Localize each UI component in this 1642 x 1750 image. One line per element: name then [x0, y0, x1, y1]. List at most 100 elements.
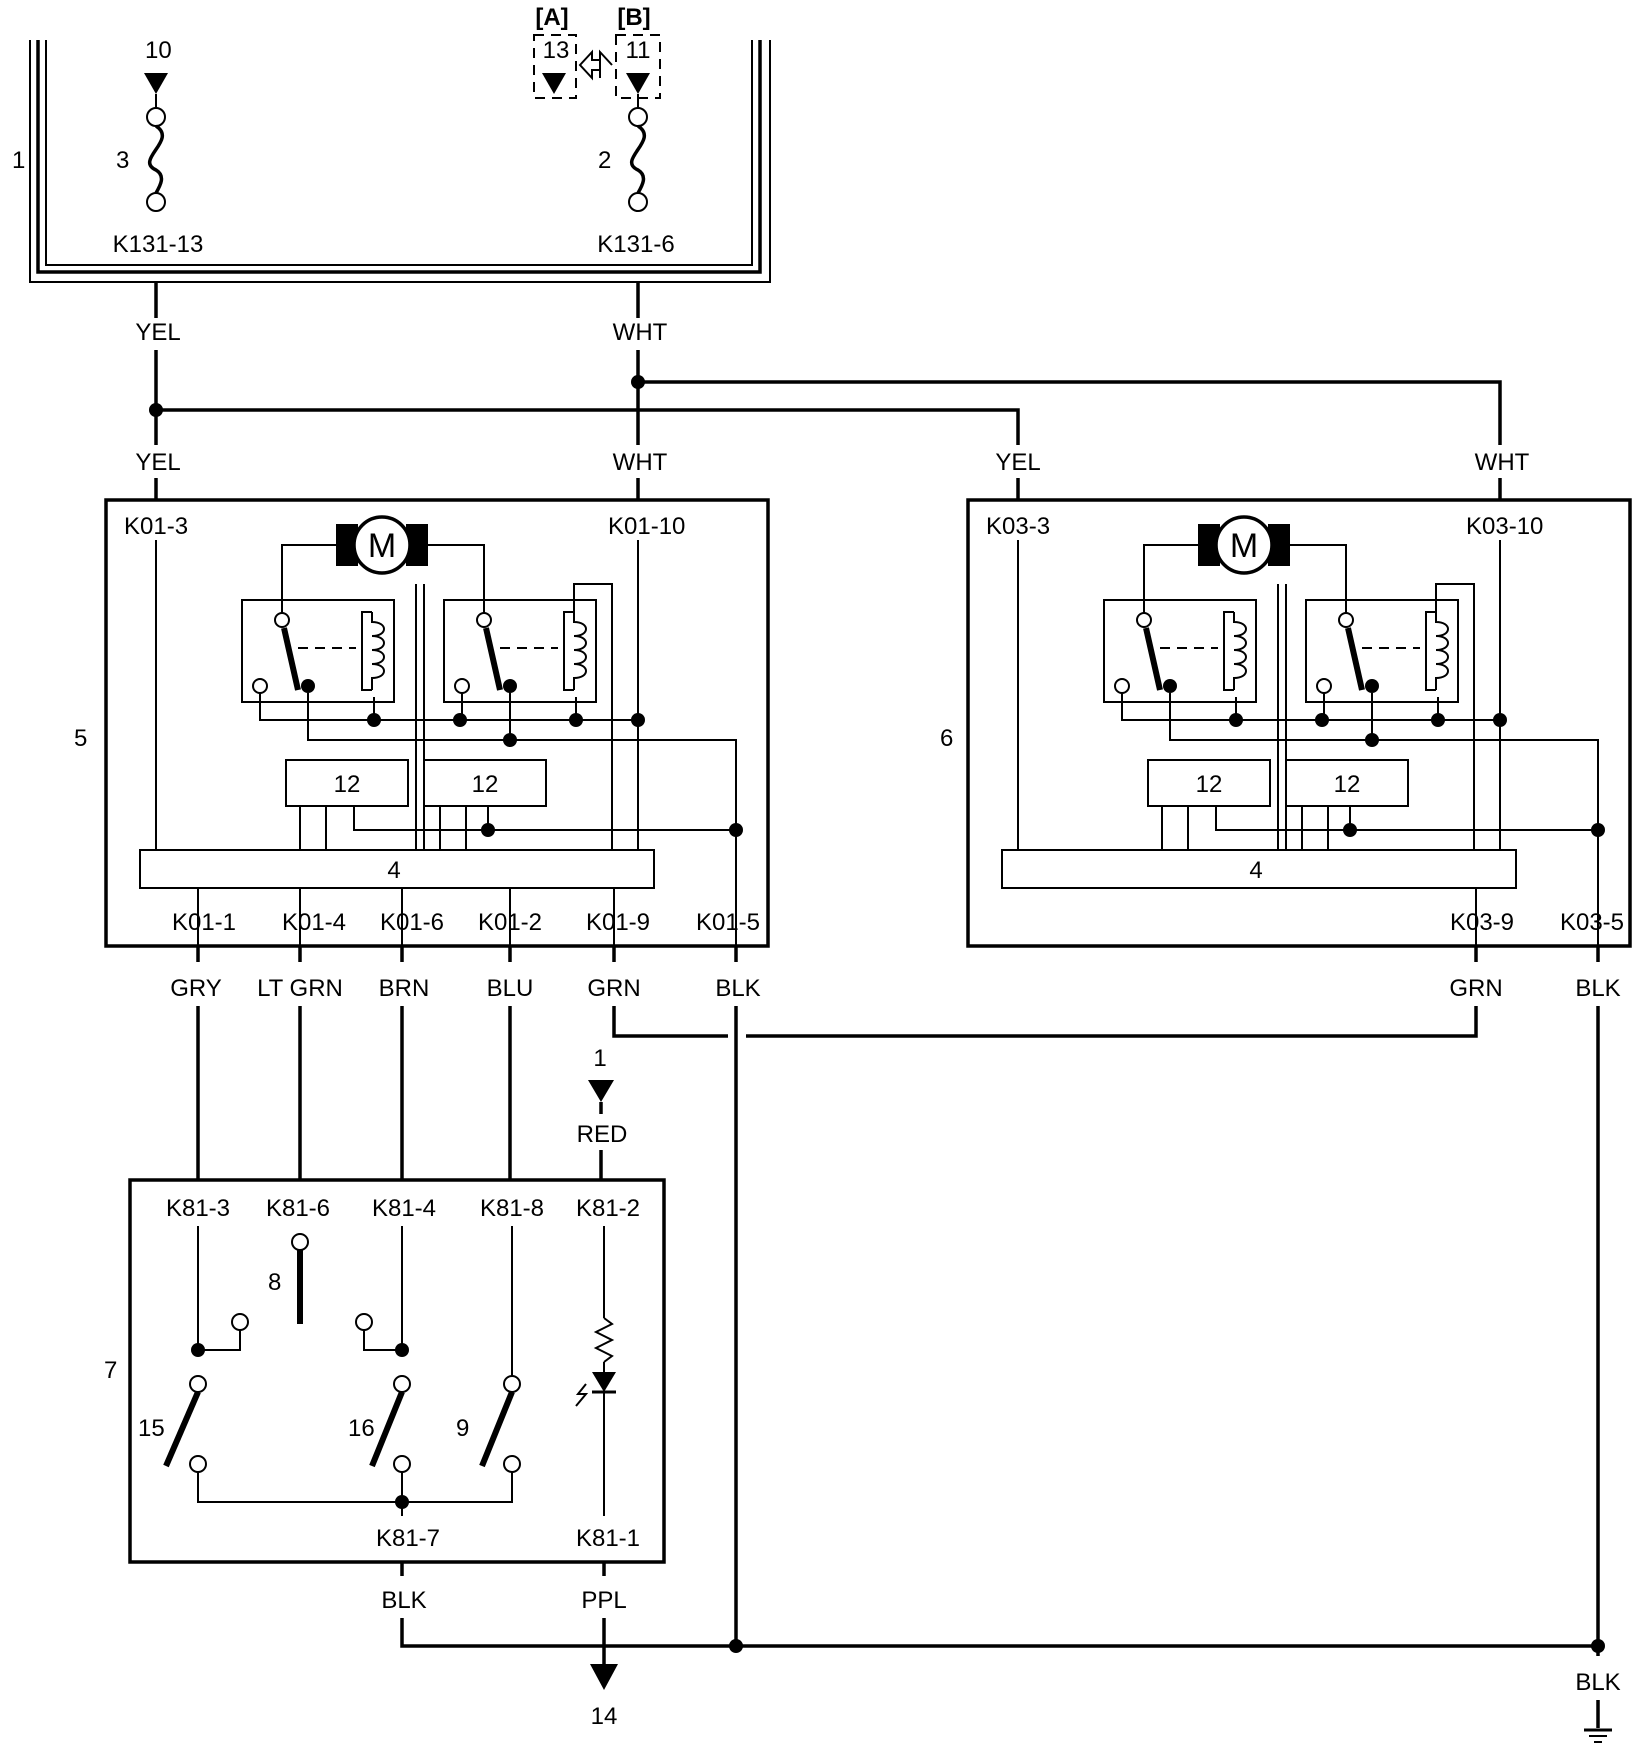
control-unit-box: [1285, 759, 1409, 807]
fuse-terminal: [146, 107, 166, 127]
wire-color-label: WHT: [613, 449, 668, 476]
wire-color-label: GRY: [170, 975, 222, 1002]
relay-left: [241, 599, 395, 703]
connector-bar: [1001, 849, 1517, 889]
fuse-3-icon: [147, 124, 165, 194]
variant-b-label: [B]: [617, 4, 650, 31]
wire-color-label: BLK: [1575, 1669, 1620, 1696]
control-unit-box: [285, 759, 409, 807]
output-arrow-icon: [590, 1664, 618, 1690]
module-ref-label: 5: [74, 725, 87, 752]
connector-pin-label: K81-2: [576, 1195, 640, 1222]
motor-icon: [1214, 515, 1274, 575]
connector-pin-label: K03-10: [1466, 513, 1543, 540]
connector-pin-label: K81-8: [480, 1195, 544, 1222]
feed-arrow-icon: [626, 73, 650, 94]
relay-coil-icon: [1233, 612, 1247, 690]
motor-brush: [1198, 524, 1220, 566]
connector-pin-label: K131-13: [113, 231, 204, 258]
fuse-block-ref-label: 1: [12, 147, 25, 174]
control-unit-box: [1147, 759, 1271, 807]
fuse-2-icon: [629, 124, 647, 194]
feed-ref-label: 13: [543, 37, 570, 64]
variant-a-box: [533, 34, 577, 99]
module-ref-label: 6: [940, 725, 953, 752]
relay-module-k01: [104, 498, 770, 948]
motor-brush: [1268, 524, 1290, 566]
wire-color-label: LT GRN: [257, 975, 343, 1002]
variant-swap-icon: [578, 49, 613, 81]
wire-color-label: GRN: [587, 975, 640, 1002]
control-unit-box: [423, 759, 547, 807]
resistor-icon: [593, 1317, 615, 1363]
connector-pin-label: K01-9: [586, 909, 650, 936]
led-icon: [592, 1372, 616, 1392]
connector-pin-label: K81-1: [576, 1525, 640, 1552]
connector-bar-label: 4: [387, 857, 400, 884]
feed-arrow-icon: [542, 73, 566, 94]
fuse-terminal: [146, 192, 166, 212]
wire-color-label: BLK: [381, 1587, 426, 1614]
wire-color-label: WHT: [613, 319, 668, 346]
switch-ref-label: 7: [104, 1357, 117, 1384]
fuse-terminal: [628, 107, 648, 127]
switch-contact-ref-label: 15: [138, 1415, 165, 1442]
wire-color-label: RED: [577, 1121, 628, 1148]
relay-coil-icon: [1435, 612, 1449, 690]
connector-pin-label: K01-10: [608, 513, 685, 540]
wire-color-label: YEL: [135, 449, 180, 476]
switch-contact-ref-label: 16: [348, 1415, 375, 1442]
connector-pin-label: K131-6: [597, 231, 674, 258]
connector-bar-label: 4: [1249, 857, 1262, 884]
control-unit-label: 12: [1196, 771, 1223, 798]
relay-module-k03: [966, 498, 1632, 948]
wire-color-label: BLU: [487, 975, 534, 1002]
connector-pin-label: K01-2: [478, 909, 542, 936]
splice-dot: [729, 1639, 743, 1653]
feed-ref-label: 1: [593, 1045, 606, 1072]
wire-color-label: YEL: [995, 449, 1040, 476]
connector-pin-label: K81-7: [376, 1525, 440, 1552]
switch-k81: [128, 1178, 666, 1564]
wire-color-label: BLK: [715, 975, 760, 1002]
control-unit-label: 12: [472, 771, 499, 798]
connector-pin-label: K01-4: [282, 909, 346, 936]
wire-color-label: GRN: [1449, 975, 1502, 1002]
motor-label: M: [1230, 527, 1258, 565]
wire-color-label: WHT: [1475, 449, 1530, 476]
connector-pin-label: K01-6: [380, 909, 444, 936]
wire-color-label: BLK: [1575, 975, 1620, 1002]
connector-pin-label: K01-3: [124, 513, 188, 540]
motor-icon: [352, 515, 412, 575]
relay-right: [443, 599, 597, 703]
connector-bar: [139, 849, 655, 889]
relay-coil-icon: [573, 612, 587, 690]
fuse-block: [29, 40, 771, 283]
connector-pin-label: K81-4: [372, 1195, 436, 1222]
control-unit-label: 12: [1334, 771, 1361, 798]
control-unit-label: 12: [334, 771, 361, 798]
motor-label: M: [368, 527, 396, 565]
connector-pin-label: K81-6: [266, 1195, 330, 1222]
switch-contact-ref-label: 8: [268, 1269, 281, 1296]
relay-left: [1103, 599, 1257, 703]
variant-b-box: [615, 34, 661, 99]
wire-color-label: BRN: [379, 975, 430, 1002]
variant-a-label: [A]: [535, 4, 568, 31]
wire-color-label: YEL: [135, 319, 180, 346]
feed-arrow-icon: [144, 73, 168, 94]
fuse-ref-label: 2: [598, 147, 611, 174]
output-ref-label: 14: [591, 1703, 618, 1730]
connector-pin-label: K03-5: [1560, 909, 1624, 936]
wire-color-label: PPL: [581, 1587, 626, 1614]
relay-coil-icon: [371, 612, 385, 690]
motor-brush: [406, 524, 428, 566]
feed-ref-label: 10: [145, 37, 172, 64]
motor-brush: [336, 524, 358, 566]
connector-pin-label: K81-3: [166, 1195, 230, 1222]
switch-contact-ref-label: 9: [456, 1415, 469, 1442]
connector-pin-label: K03-3: [986, 513, 1050, 540]
ground-icon: [1584, 1728, 1612, 1743]
relay-right: [1305, 599, 1459, 703]
